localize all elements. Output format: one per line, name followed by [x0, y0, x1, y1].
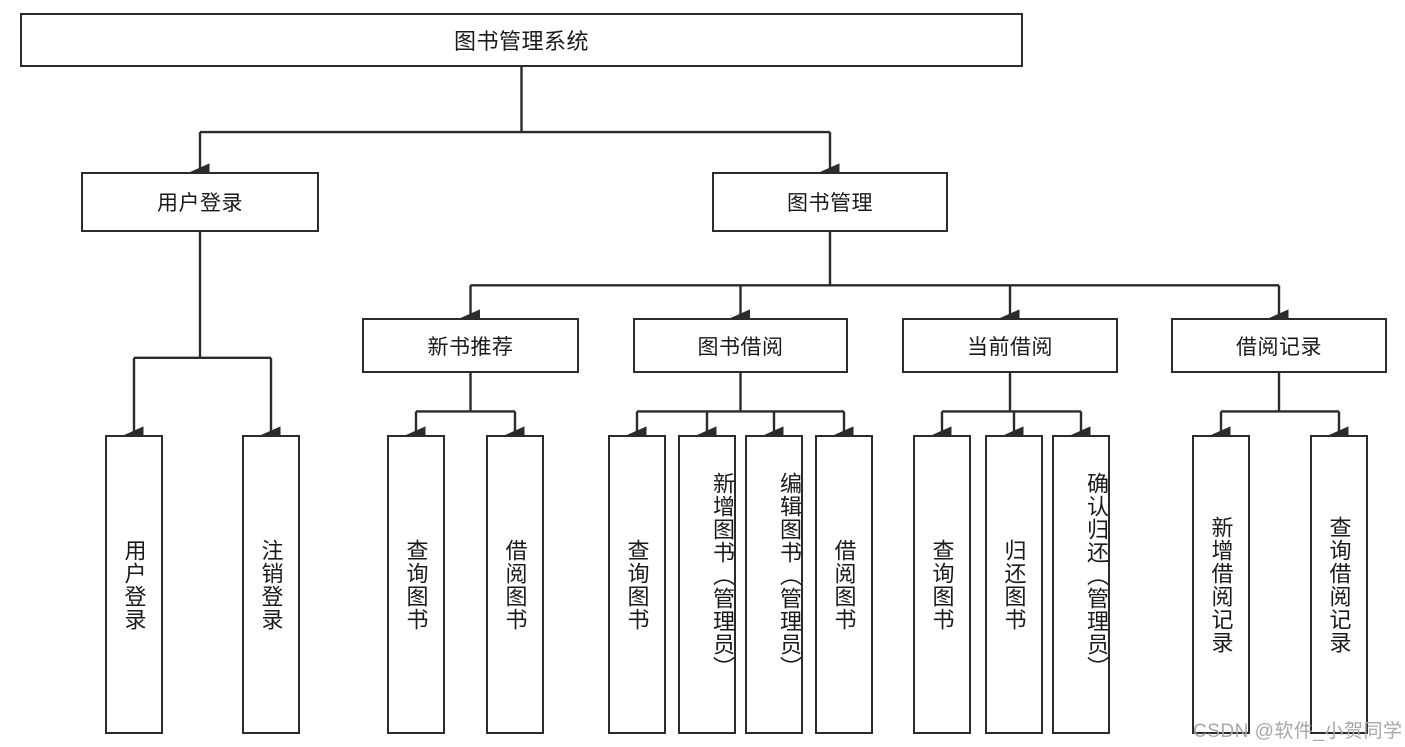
- node-leaf-borrow-book-1[interactable]: 借阅图书: [486, 435, 544, 734]
- node-leaf-user-login[interactable]: 用户登录: [105, 435, 163, 734]
- node-leaf-add-borrow-record[interactable]: 新增借阅记录: [1192, 435, 1250, 734]
- node-leaf-logout[interactable]: 注销登录: [242, 435, 300, 734]
- node-leaf-confirm-return-admin[interactable]: 确认归还（管理员）: [1052, 435, 1110, 734]
- node-book-management[interactable]: 图书管理: [712, 172, 948, 232]
- node-leaf-query-book-2[interactable]: 查询图书: [608, 435, 666, 734]
- node-leaf-return-book[interactable]: 归还图书: [985, 435, 1043, 734]
- node-current-borrow[interactable]: 当前借阅: [902, 318, 1118, 373]
- node-leaf-query-book-3[interactable]: 查询图书: [913, 435, 971, 734]
- node-leaf-query-borrow-record[interactable]: 查询借阅记录: [1310, 435, 1368, 734]
- node-borrow-records[interactable]: 借阅记录: [1171, 318, 1387, 373]
- node-leaf-add-book-admin[interactable]: 新增图书（管理员）: [678, 435, 736, 734]
- node-leaf-borrow-book-2[interactable]: 借阅图书: [815, 435, 873, 734]
- node-book-borrow[interactable]: 图书借阅: [633, 318, 848, 373]
- node-leaf-edit-book-admin[interactable]: 编辑图书（管理员）: [745, 435, 803, 734]
- csdn-watermark: CSDN @软件_小贺同学: [1193, 721, 1403, 742]
- node-root[interactable]: 图书管理系统: [20, 13, 1023, 67]
- node-user-login[interactable]: 用户登录: [81, 172, 319, 232]
- node-leaf-query-book-1[interactable]: 查询图书: [387, 435, 445, 734]
- node-new-book-recommend[interactable]: 新书推荐: [362, 318, 579, 373]
